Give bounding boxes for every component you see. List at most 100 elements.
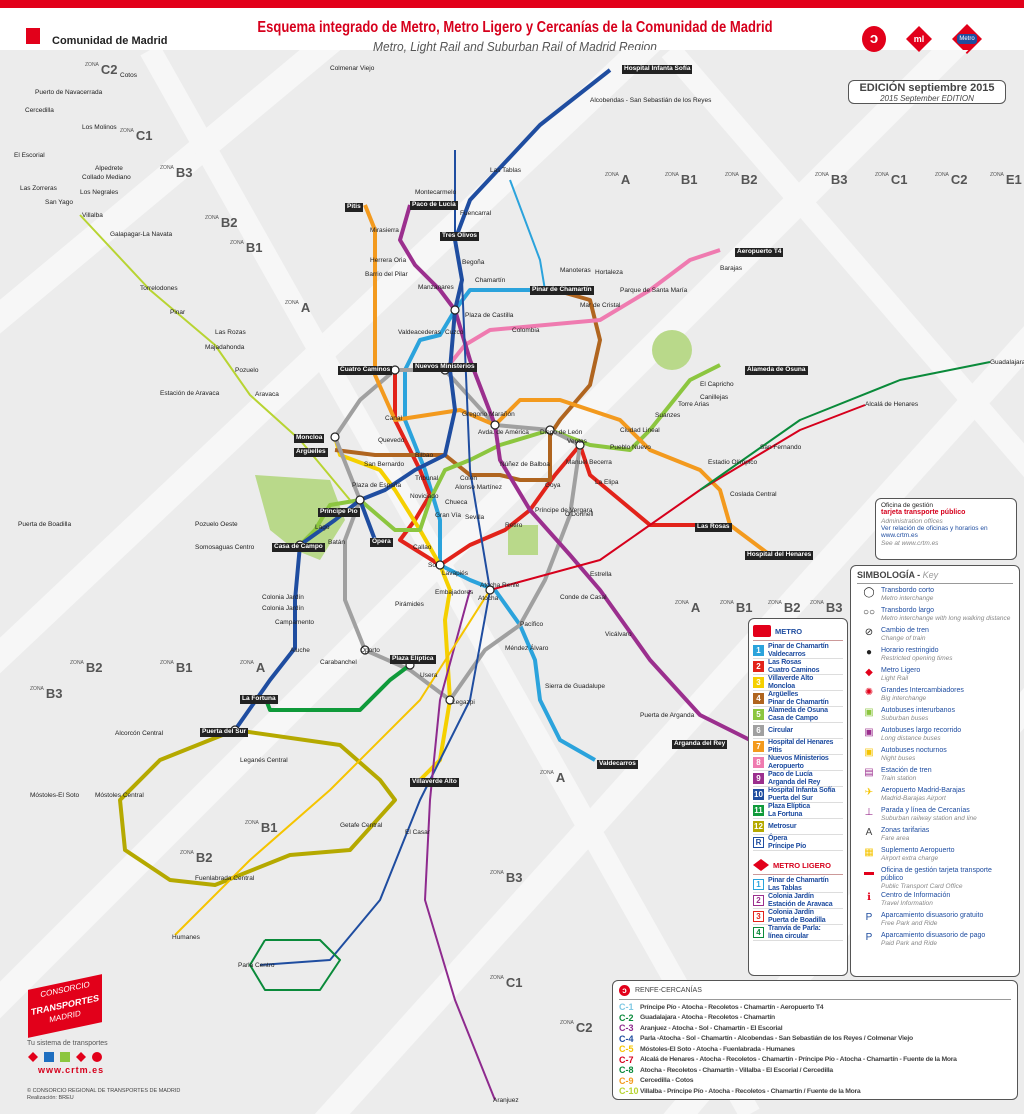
station-label[interactable]: Conde de Casal [560, 594, 607, 601]
station-label[interactable]: Galapagar-La Navata [110, 231, 173, 238]
station-label[interactable]: Puerta de Boadilla [18, 521, 72, 528]
station-label[interactable]: Alameda de Osuna [745, 366, 808, 375]
station-label[interactable]: Príncipe Pío [318, 508, 360, 517]
station-label[interactable]: Nuevos Ministerios [413, 363, 477, 372]
interchange-marker[interactable] [355, 495, 365, 505]
station-label[interactable]: Pinar de Chamartín [530, 286, 594, 295]
station-label[interactable]: Torrelodones [140, 285, 178, 292]
station-label[interactable]: Pozuelo [235, 367, 259, 374]
interchange-marker[interactable] [445, 695, 455, 705]
station-label[interactable]: Valdecarros [597, 760, 638, 769]
station-label[interactable]: Puerto de Navacerrada [35, 89, 103, 96]
crtm-link[interactable]: www.crtm.es [38, 1065, 105, 1075]
station-label[interactable]: Estadio Olímpico [708, 459, 758, 466]
station-label[interactable]: Barrio del Pilar [365, 271, 408, 278]
station-label[interactable]: Gregorio Marañón [462, 411, 515, 418]
station-label[interactable]: Las Tablas [490, 167, 521, 174]
station-label[interactable]: Estación de Aravaca [160, 390, 220, 397]
station-label[interactable]: Embajadores [435, 589, 474, 596]
station-label[interactable]: Móstoles-El Soto [30, 792, 80, 799]
station-label[interactable]: El Capricho [700, 381, 734, 388]
station-label[interactable]: Cuatro Caminos [338, 366, 393, 375]
station-label[interactable]: Manoteras [560, 267, 591, 274]
station-label[interactable]: Atocha Renfe [480, 582, 520, 589]
station-label[interactable]: Alcobendas - San Sebastián de los Reyes [590, 97, 712, 104]
station-label[interactable]: Alonso Martínez [455, 484, 502, 491]
station-label[interactable]: Las Rosas [695, 523, 732, 532]
station-label[interactable]: Pozuelo Oeste [195, 521, 238, 528]
station-label[interactable]: Alcalá de Henares [865, 401, 919, 408]
station-label[interactable]: Quevedo [378, 437, 405, 444]
station-label[interactable]: Colón [460, 475, 477, 482]
station-label[interactable]: Núñez de Balboa [500, 461, 550, 468]
station-label[interactable]: Las Zorreras [20, 185, 57, 192]
station-label[interactable]: Móstoles Central [95, 792, 144, 799]
station-label[interactable]: Cuzco [445, 329, 464, 336]
station-label[interactable]: Hortaleza [595, 269, 623, 276]
station-label[interactable]: Sol [428, 562, 438, 569]
station-label[interactable]: Manuel Becerra [566, 459, 612, 466]
station-label[interactable]: Canillejas [700, 394, 729, 401]
station-label[interactable]: Vicálvaro [605, 631, 632, 638]
station-label[interactable]: Collado Mediano [82, 174, 131, 181]
interchange-marker[interactable] [360, 645, 370, 655]
station-label[interactable]: Sierra de Guadalupe [545, 683, 605, 690]
station-label[interactable]: Aranjuez [493, 1097, 519, 1104]
station-label[interactable]: Mirasierra [370, 227, 399, 234]
interchange-marker[interactable] [435, 560, 445, 570]
station-label[interactable]: Pitis [345, 203, 363, 212]
station-label[interactable]: Gran Vía [435, 512, 462, 519]
interchange-marker[interactable] [545, 425, 555, 435]
station-label[interactable]: Ventas [567, 438, 587, 445]
station-label[interactable]: Goya [545, 482, 561, 489]
station-label[interactable]: San Fernando [760, 444, 802, 451]
station-label[interactable]: Mar de Cristal [580, 302, 621, 309]
station-label[interactable]: San Bernardo [364, 461, 405, 468]
station-label[interactable]: Guadalajara [990, 359, 1024, 366]
station-label[interactable]: Coslada Central [730, 491, 777, 498]
station-label[interactable]: Cercedilla [25, 107, 54, 114]
station-label[interactable]: Atocha [478, 595, 499, 602]
interchange-marker[interactable] [490, 420, 500, 430]
station-label[interactable]: La Elipa [595, 479, 619, 486]
station-label[interactable]: El Escorial [14, 152, 45, 159]
station-label[interactable]: Príncipe de Vergara [535, 507, 593, 514]
station-label[interactable]: Oporto [360, 647, 380, 654]
station-label[interactable]: Alcorcón Central [115, 730, 164, 737]
station-label[interactable]: Pueblo Nuevo [610, 444, 651, 451]
station-label[interactable]: Arganda del Rey [672, 740, 728, 749]
station-label[interactable]: Chamartín [475, 277, 506, 284]
station-label[interactable]: Begoña [462, 259, 485, 266]
station-label[interactable]: Villalba [82, 212, 103, 219]
station-label[interactable]: El Casar [405, 829, 430, 836]
station-label[interactable]: Colonia Jardín [262, 605, 304, 612]
station-label[interactable]: Cotos [120, 72, 137, 79]
station-label[interactable]: Carabanchel [320, 659, 357, 666]
station-label[interactable]: Humanes [172, 934, 200, 941]
station-label[interactable]: Suanzes [655, 412, 681, 419]
station-label[interactable]: Getafe Central [340, 822, 383, 829]
station-label[interactable]: Fuencarral [460, 210, 492, 217]
station-label[interactable]: Pacífico [520, 621, 544, 628]
interchange-marker[interactable] [575, 440, 585, 450]
station-label[interactable]: Casa de Campo [272, 543, 325, 552]
station-label[interactable]: Avda. de América [478, 429, 529, 436]
station-label[interactable]: Puerta del Sur [200, 728, 249, 737]
station-label[interactable]: Plaza de España [352, 482, 402, 489]
station-label[interactable]: Alpedrete [95, 165, 123, 172]
station-label[interactable]: Plaza de Castilla [465, 312, 514, 319]
station-label[interactable]: Estrella [590, 571, 612, 578]
station-label[interactable]: Somosaguas Centro [195, 544, 255, 551]
station-label[interactable]: Lavapiés [442, 570, 469, 577]
station-label[interactable]: Chueca [445, 499, 468, 506]
station-label[interactable]: Montecarmelo [415, 189, 457, 196]
station-label[interactable]: Bilbao [415, 452, 434, 459]
station-label[interactable]: Plaza Elíptica [390, 655, 436, 664]
station-label[interactable]: Puerta de Arganda [640, 712, 695, 719]
station-label[interactable]: Las Rozas [215, 329, 246, 336]
station-label[interactable]: Sevilla [465, 514, 485, 521]
station-label[interactable]: Colombia [512, 327, 540, 334]
station-label[interactable]: Campamento [275, 619, 315, 626]
station-label[interactable]: Majadahonda [205, 344, 245, 351]
station-label[interactable]: Ópera [370, 538, 393, 547]
